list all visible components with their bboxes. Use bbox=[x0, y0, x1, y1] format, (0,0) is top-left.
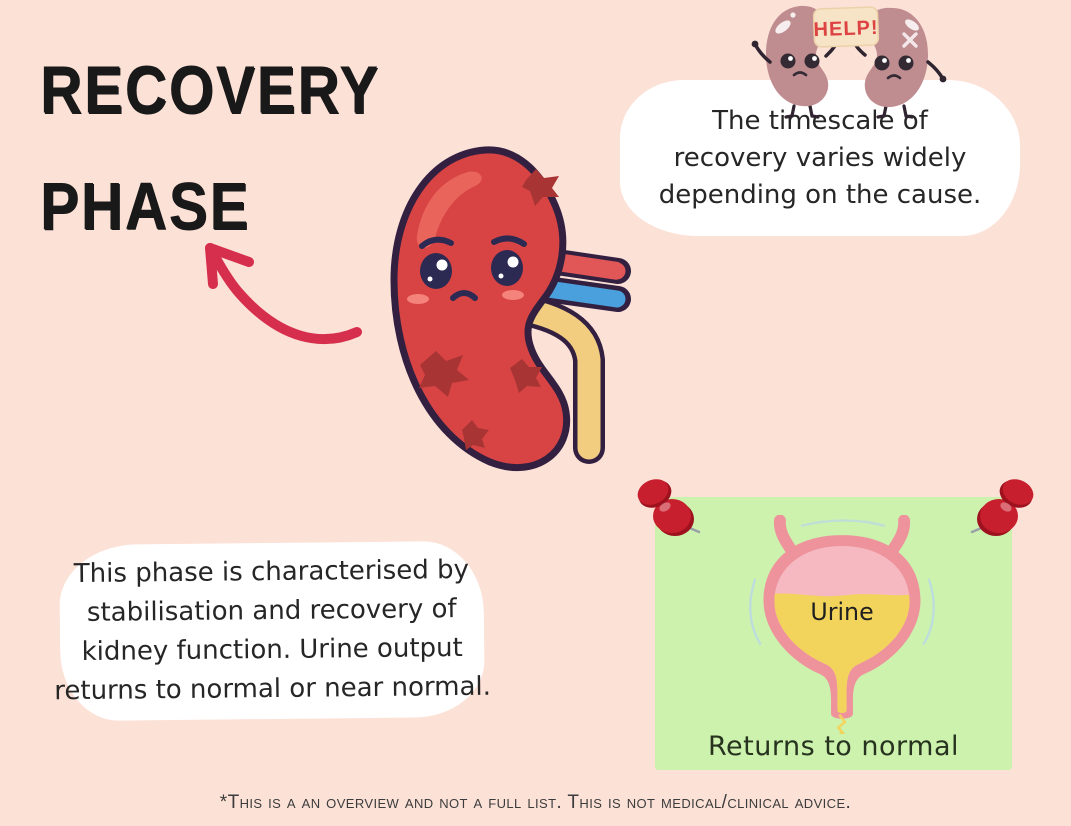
help-sign: HELP! bbox=[812, 6, 880, 48]
curved-arrow-icon bbox=[205, 243, 362, 345]
pushpin-icon bbox=[970, 479, 1034, 536]
help-sign-label: HELP! bbox=[813, 17, 879, 41]
description-line: This phase is characterised by bbox=[73, 554, 470, 590]
speech-bubble: The timescale of recovery varies widely … bbox=[620, 80, 1020, 236]
page-title-line1: RECOVERY bbox=[40, 52, 381, 128]
bladder-illustration: Urine bbox=[749, 515, 935, 734]
speech-bubble-line: depending on the cause. bbox=[658, 179, 982, 210]
page-title: RECOVERY PHASE bbox=[40, 32, 380, 265]
sad-kidney-illustration bbox=[390, 146, 631, 471]
note-caption: Returns to normal bbox=[707, 731, 960, 762]
description-line: kidney function. Urine output bbox=[81, 633, 463, 667]
description-bubble: This phase is characterised by stabilisa… bbox=[54, 540, 491, 722]
speech-bubble-line: recovery varies widely bbox=[673, 142, 967, 173]
bladder-label: Urine bbox=[810, 598, 873, 626]
pushpin-icon bbox=[637, 479, 701, 536]
disclaimer-text: *This is a an overview and not a full li… bbox=[219, 792, 852, 813]
description-line: returns to normal or near normal. bbox=[54, 671, 492, 707]
help-kidneys-illustration: HELP! bbox=[751, 5, 947, 119]
page-title-line2: PHASE bbox=[40, 168, 251, 244]
description-line: stabilisation and recovery of bbox=[86, 594, 457, 628]
speech-bubble-line: The timescale of bbox=[712, 105, 928, 136]
